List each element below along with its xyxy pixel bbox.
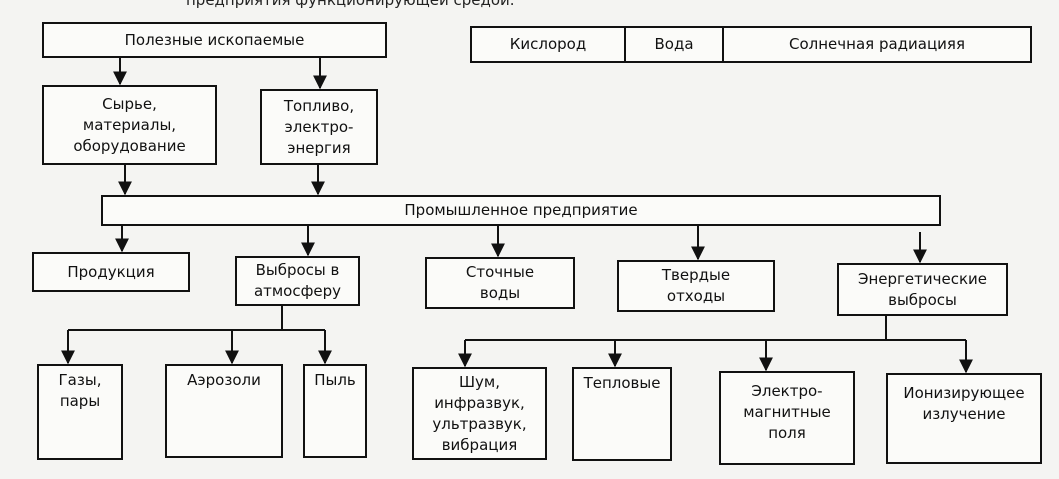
solar-radiation-cell: Солнечная радиацияя [789,35,965,53]
gases-box: Газы, пары [37,364,123,460]
wastewater-box: Сточные воды [425,257,575,309]
resources-table: Кислород Вода Солнечная радиацияя [470,26,1032,63]
raw-materials-box: Сырье, материалы, оборудование [42,85,217,165]
solid-waste-box: Твердые отходы [617,260,775,312]
noise-vibration-box: Шум, инфразвук, ультразвук, вибрация [412,367,547,460]
fuel-energy-box: Топливо, электро- энергия [260,89,378,165]
water-cell: Вода [626,28,724,61]
electromagnetic-fields-box: Электро- магнитные поля [719,371,855,465]
energy-emissions-box: Энергетические выбросы [837,263,1008,316]
products-box: Продукция [32,252,190,292]
ionizing-radiation-box: Ионизирующее излучение [886,373,1042,464]
air-emissions-box: Выбросы в атмосферу [235,256,360,306]
minerals-box: Полезные ископаемые [42,22,387,58]
oxygen-cell: Кислород [472,28,626,61]
thermal-box: Тепловые [572,367,672,461]
aerosols-box: Аэрозоли [165,364,283,458]
enterprise-box: Промышленное предприятие [101,195,941,226]
dust-box: Пыль [303,364,367,458]
caption-fragment: предприятия функционирующей средой. [186,0,515,9]
